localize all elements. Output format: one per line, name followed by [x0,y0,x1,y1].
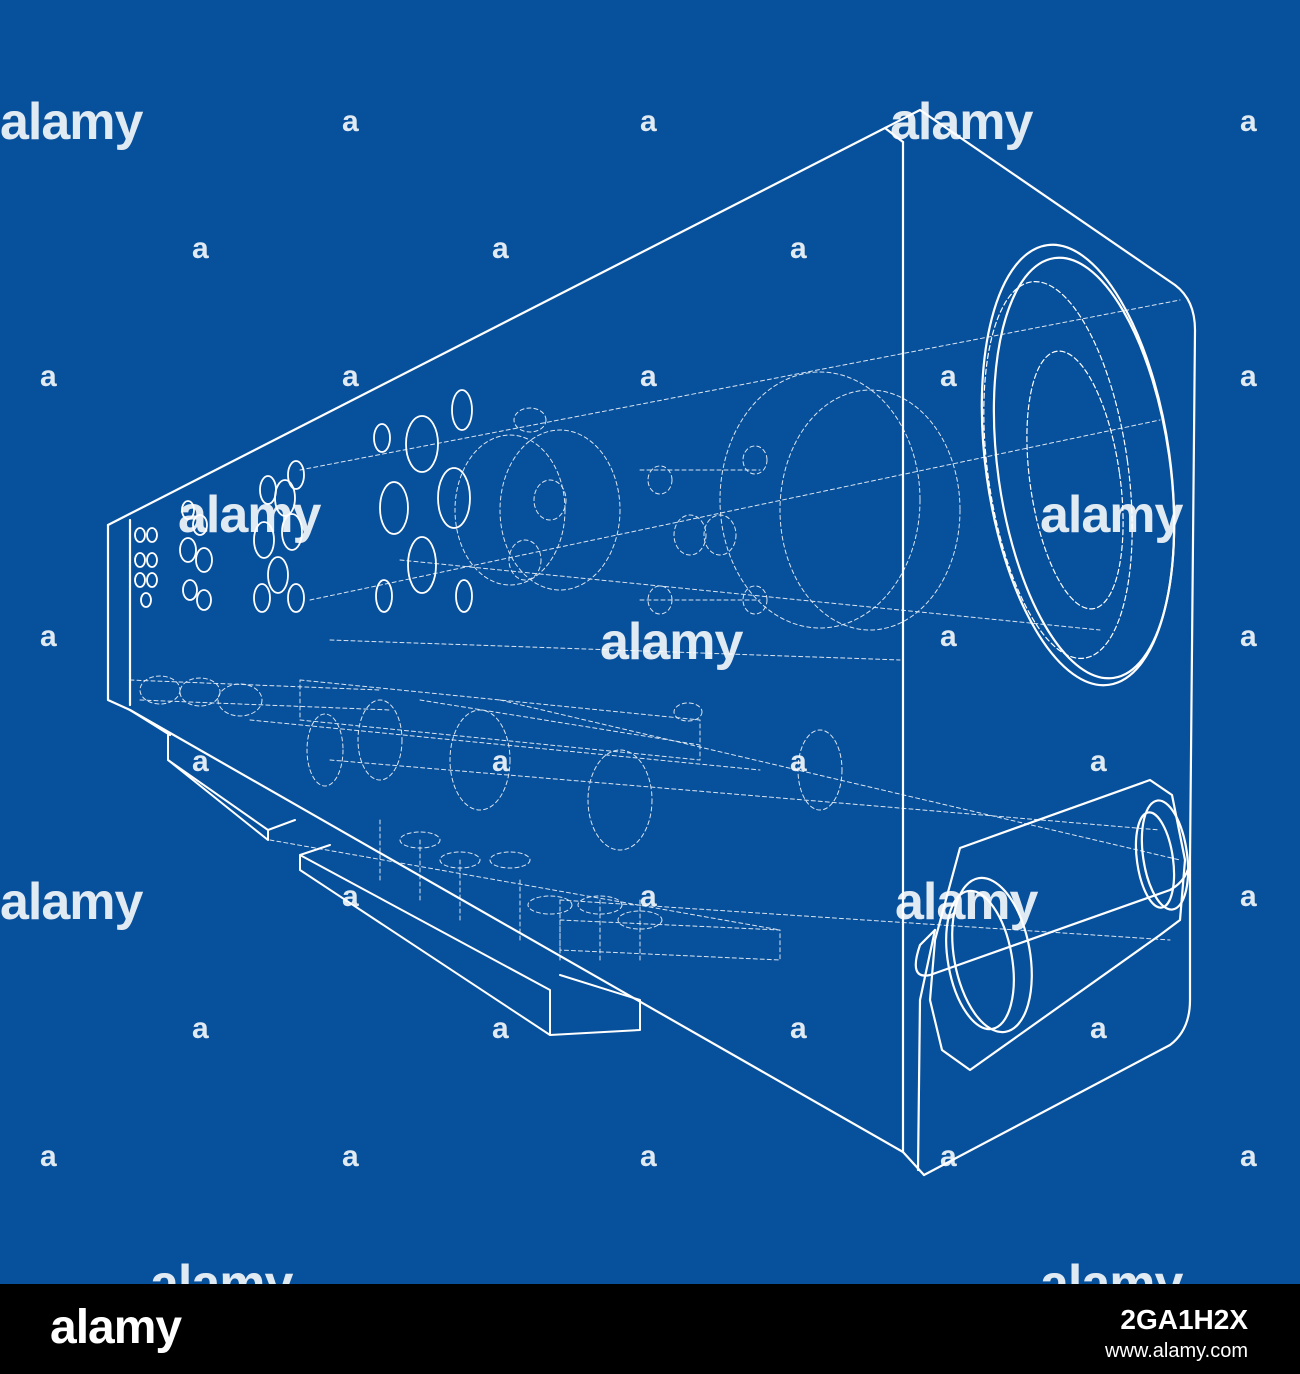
watermark-small: a [492,232,509,265]
blueprint-canvas: alamy alamy alamy alamy alamy alamy alam… [0,0,1300,1284]
watermark-small: a [492,745,509,778]
watermark-small: a [640,880,657,913]
watermark-small: a [40,360,57,393]
watermark: alamy [890,93,1033,151]
alamy-logo: alamy [50,1301,182,1354]
watermark-small: a [342,360,359,393]
watermark-small: a [1240,360,1257,393]
image-id: 2GA1H2X [1120,1304,1248,1335]
watermark-small: a [790,745,807,778]
base-plates [167,734,641,1036]
watermark-small: a [342,880,359,913]
hidden-construction-lines [129,299,1181,961]
site-url: www.alamy.com [1105,1340,1248,1362]
watermark: alamy [895,873,1038,931]
watermark-small: a [1090,1012,1107,1045]
watermark-small: a [492,1012,509,1045]
watermark-small: a [640,360,657,393]
cabinet-outline [106,108,1197,1177]
watermark-small: a [40,620,57,653]
watermark-small: a [342,105,359,138]
watermark-small: a [1240,880,1257,913]
watermark-small: a [40,1140,57,1173]
watermark: alamy [178,486,321,544]
watermark-small: a [1240,1140,1257,1173]
watermark: alamy [600,613,743,671]
watermark-small: a [1240,105,1257,138]
watermark-small: a [940,620,957,653]
watermark: alamy [150,1255,293,1284]
watermark-small: a [1090,745,1107,778]
watermark-small: a [192,232,209,265]
watermark: alamy [0,93,143,151]
watermark-small: a [192,1012,209,1045]
watermark-small: a [1240,620,1257,653]
watermark-small: a [640,1140,657,1173]
lower-port-panel [928,778,1190,1072]
watermark-small: a [940,1140,957,1173]
watermark-small: a [192,745,209,778]
watermark: alamy [1040,486,1183,544]
watermark-small: a [342,1140,359,1173]
front-connectors [134,389,473,613]
watermark-small: a [790,232,807,265]
watermark-small: a [790,1012,807,1045]
watermark-small: a [940,360,957,393]
woofer [980,243,1176,687]
speaker-wireframe [106,108,1197,1177]
watermark: alamy [0,873,143,931]
watermark-small: a [640,105,657,138]
stock-footer-bar: alamy 2GA1H2X www.alamy.com [0,1284,1300,1374]
watermark: alamy [1040,1255,1183,1284]
